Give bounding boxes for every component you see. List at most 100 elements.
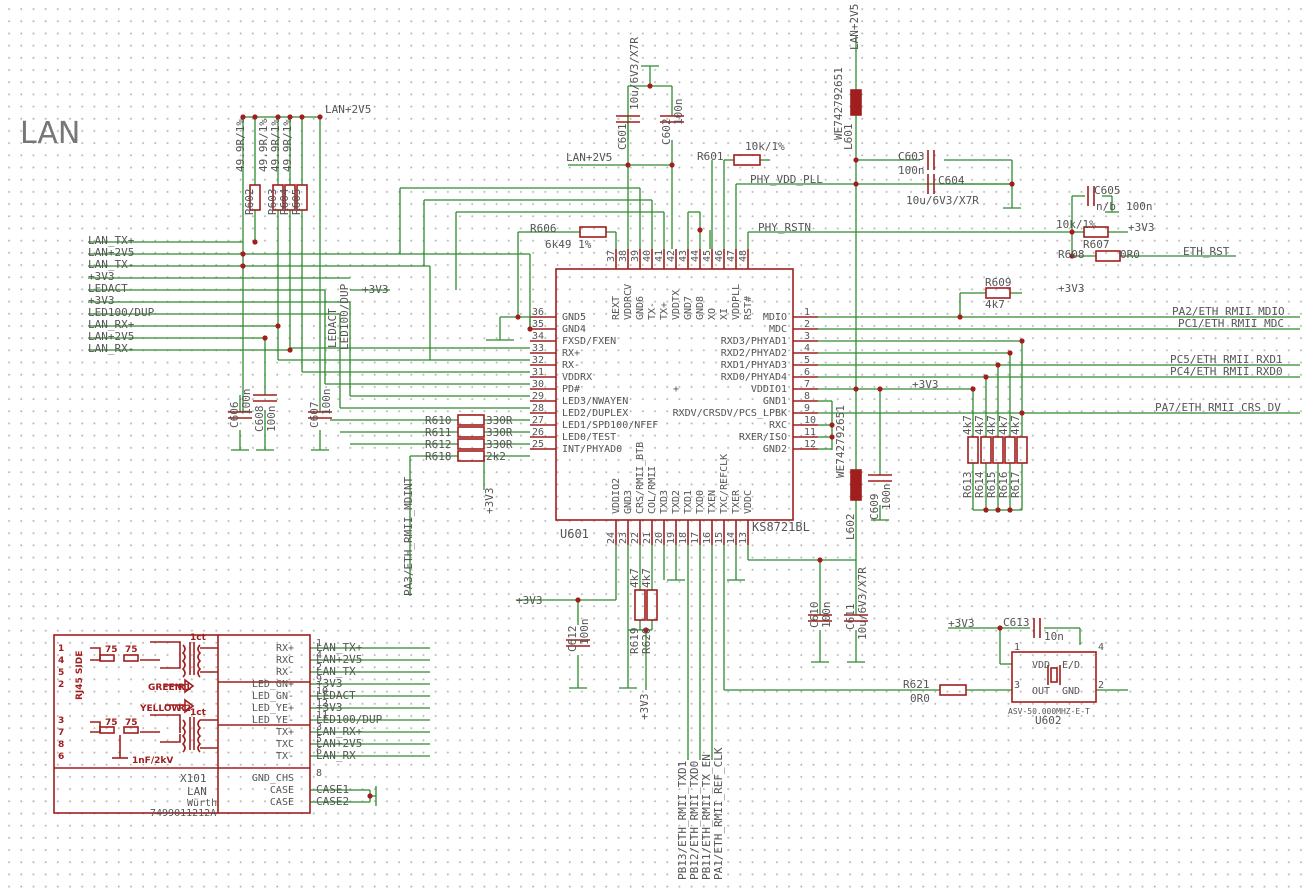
rj45-left-pin-number: 4 bbox=[58, 656, 64, 666]
ic-pin-number: 43 bbox=[678, 250, 689, 262]
net-label-bottom: PB12/ETH_RMII_TXD0 bbox=[688, 761, 701, 880]
ic-pin-number: 10 bbox=[804, 415, 816, 426]
ic-u601[interactable]: U601 KS8721BL + bbox=[555, 268, 810, 541]
ic-pin-number: 34 bbox=[532, 331, 544, 342]
ic-top-pins: 37REXT38VDDRCV39GND640TX-41TX+42VDDTX43G… bbox=[606, 249, 754, 320]
component-value-r609: 4k7 bbox=[985, 298, 1005, 311]
component-value-c603: 100n bbox=[898, 164, 925, 177]
rj45-side-label: RJ45 SIDE bbox=[75, 651, 85, 700]
component-ref-r604: R604 bbox=[278, 188, 291, 215]
ic-pin-number: 31 bbox=[532, 367, 544, 378]
component-labels: R60249.9R/1%R60349.9R/1%R60449.9R/1%R605… bbox=[228, 37, 1153, 727]
component-value-c613: 10n bbox=[1044, 630, 1064, 643]
component-ref-r601: R601 bbox=[697, 150, 724, 163]
rj45-net-label: LAN_RX- bbox=[316, 749, 362, 762]
component-value-r610: 330R bbox=[486, 414, 513, 427]
ic-pin-number: 7 bbox=[804, 379, 810, 390]
ic-pin-name: XO bbox=[707, 308, 718, 320]
component-value-r620: 4k7 bbox=[640, 568, 653, 588]
ic-pin-name: REXT bbox=[611, 296, 622, 320]
component-value-r604: 49.9R/1% bbox=[269, 119, 282, 172]
rj45-pin-name: TX- bbox=[276, 751, 294, 762]
components bbox=[228, 89, 1121, 703]
net-label-lan2v5-ic: LAN+2V5 bbox=[566, 151, 612, 164]
ic-pin-number: 1 bbox=[804, 307, 810, 318]
svg-text:1ct: 1ct bbox=[190, 708, 207, 718]
sheet-title: LAN bbox=[20, 116, 80, 151]
ic-pin-number: 30 bbox=[532, 379, 544, 390]
component-ref-r610: R610 bbox=[425, 414, 452, 427]
rj45-pin-name: CASE bbox=[270, 785, 294, 796]
ic-pin-name: INT/PHYAD0 bbox=[562, 444, 622, 455]
component-ref-r605: R605 bbox=[290, 189, 303, 216]
net-label-bottom: PB13/ETH_RMII_TXD1 bbox=[676, 761, 689, 880]
u602-pin-gnd: GND bbox=[1062, 686, 1080, 697]
rj45-pin-number: 9 bbox=[316, 674, 322, 685]
u602-pin-4: 4 bbox=[1098, 642, 1104, 653]
rj45-pin-name: RX- bbox=[276, 667, 294, 678]
component-value-c609: 100n bbox=[880, 484, 893, 511]
component-ref-r612: R612 bbox=[425, 438, 452, 451]
component-value-c610: 100n bbox=[820, 602, 833, 629]
ic-pin-number: 17 bbox=[690, 532, 701, 544]
ic-pin-name: RXD0/PHYAD4 bbox=[721, 372, 787, 383]
ic-pin-number: 35 bbox=[532, 319, 544, 330]
component-ref-r617: R617 bbox=[1009, 472, 1022, 499]
component-value-r617: 4k7 bbox=[1009, 415, 1022, 435]
component-value-r614: 4k7 bbox=[973, 415, 986, 435]
ic-pin-number: 39 bbox=[630, 250, 641, 262]
rj45-pin-name: TXC bbox=[276, 739, 294, 750]
svg-text:1ct: 1ct bbox=[190, 633, 207, 643]
ic-pin-number: 19 bbox=[666, 532, 677, 544]
ic-pin-number: 2 bbox=[804, 319, 810, 330]
rj45-net-label: LAN+2V5 bbox=[316, 737, 362, 750]
svg-text:+: + bbox=[673, 384, 679, 395]
ic-pin-number: 28 bbox=[532, 403, 544, 414]
ic-pin-name: TXD2 bbox=[671, 490, 682, 514]
rj45-pin-number: 1 bbox=[316, 638, 322, 649]
ic-pin-number: 6 bbox=[804, 367, 810, 378]
ic-pin-name: XI bbox=[719, 308, 730, 320]
rj45-connector-x101[interactable]: RJ45 SIDE 75 75 GREEN R1 YELLOW R2 75 75… bbox=[53, 633, 311, 819]
ic-pin-name: GND6 bbox=[635, 296, 646, 320]
net-label-v33-r618: +3V3 bbox=[483, 488, 496, 515]
rj45-pin-number: 5 bbox=[316, 734, 322, 745]
component-ref-r606: R606 bbox=[530, 222, 557, 235]
rj45-pin-number: 4 bbox=[316, 650, 322, 661]
ic-pin-number: 41 bbox=[654, 250, 665, 262]
ic-pin-name: RXC bbox=[769, 420, 787, 431]
component-ref-c610: C610 bbox=[808, 602, 821, 629]
ic-pin-name: VDDIO1 bbox=[751, 384, 787, 395]
component-value-r618: 2k2 bbox=[486, 450, 506, 463]
ic-pin-name: TXC/REFCLK bbox=[719, 454, 730, 514]
ic-pin-number: 36 bbox=[532, 307, 544, 318]
rj45-net-label: LAN_RX+ bbox=[316, 725, 363, 738]
net-label-right: PA7/ETH_RMII_CRS_DV bbox=[1155, 401, 1281, 414]
ic-pin-number: 18 bbox=[678, 532, 689, 544]
component-value-c605: 100n bbox=[1126, 200, 1153, 213]
svg-text:LAN: LAN bbox=[187, 785, 207, 798]
svg-text:1nF/2kV: 1nF/2kV bbox=[132, 756, 173, 766]
ic-pin-name: GND1 bbox=[763, 396, 787, 407]
rj45-pin-name: LED_YE+ bbox=[252, 703, 294, 714]
ic-pin-name: VDDRX bbox=[562, 372, 592, 383]
ic-pin-number: 15 bbox=[714, 532, 725, 544]
ic-pin-number: 5 bbox=[804, 355, 810, 366]
net-label-eth-rst: ETH_RST bbox=[1183, 245, 1230, 258]
ic-pin-number: 24 bbox=[606, 532, 617, 544]
net-label-left: +3V3 bbox=[88, 294, 115, 307]
rj45-pin-name: TX+ bbox=[276, 727, 294, 738]
ic-pin-name: VDDC bbox=[743, 490, 754, 514]
ic-pin-name: VDDPLL bbox=[731, 284, 742, 320]
component-ref-c607: C607 bbox=[308, 402, 321, 429]
u602-pin-out: OUT bbox=[1032, 686, 1050, 697]
component-ref-r609: R609 bbox=[985, 276, 1012, 289]
net-label-bottom: PA1/ETH_RMII_REF_CLK bbox=[712, 747, 725, 880]
rj45-pin-number: 8 bbox=[316, 768, 322, 779]
ic-pin-number: 8 bbox=[804, 391, 810, 402]
ic-pin-name: GND8 bbox=[695, 296, 706, 320]
svg-text:R1: R1 bbox=[178, 683, 191, 693]
net-label-left: LEDACT bbox=[88, 282, 128, 295]
rj45-left-pin-number: 7 bbox=[58, 728, 64, 738]
rj45-net-label: CASE1 bbox=[316, 783, 349, 796]
